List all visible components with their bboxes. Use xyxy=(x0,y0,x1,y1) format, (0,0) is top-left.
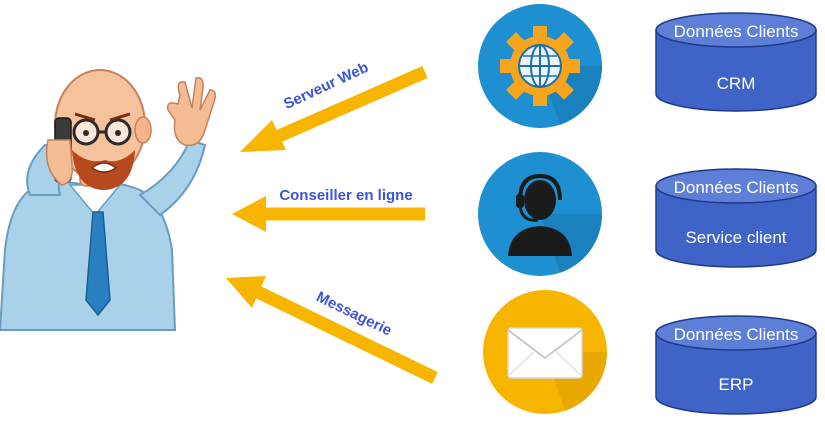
database-title: Données Clients xyxy=(674,22,799,41)
database-service-client: Données Clients Service client xyxy=(655,168,817,268)
envelope-icon xyxy=(507,327,583,379)
conseiller-node xyxy=(478,152,603,276)
database-title: Données Clients xyxy=(674,178,799,197)
database-subtitle: CRM xyxy=(717,74,756,93)
database-subtitle: Service client xyxy=(685,228,786,247)
stressed-man-illustration xyxy=(0,69,217,331)
label-conseiller: Conseiller en ligne xyxy=(279,187,412,204)
database-erp: Données Clients ERP xyxy=(655,315,817,415)
serveur-web-node xyxy=(478,4,603,128)
database-subtitle: ERP xyxy=(719,375,754,394)
database-title: Données Clients xyxy=(674,325,799,344)
messagerie-node xyxy=(483,290,608,414)
database-crm: Données Clients CRM xyxy=(655,12,817,112)
arrow-conseiller xyxy=(232,196,425,232)
arrow-serveur-web xyxy=(240,66,428,152)
gear-globe-icon xyxy=(500,26,580,106)
arrow-messagerie xyxy=(226,276,438,384)
headset-agent-icon xyxy=(508,173,572,256)
